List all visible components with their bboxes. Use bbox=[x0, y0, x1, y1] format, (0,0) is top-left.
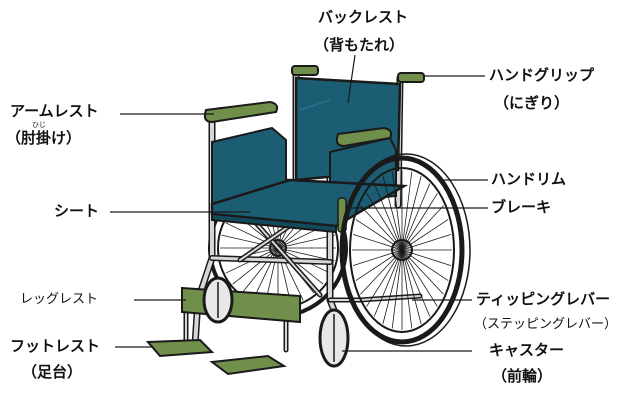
label-brake: ブレーキ bbox=[491, 198, 552, 216]
label-caster-sub: （前輪） bbox=[492, 367, 553, 385]
wheel-spoke bbox=[391, 171, 403, 251]
label-tipping-lever-sub: （ステッピングレバー） bbox=[474, 317, 618, 332]
label-handgrip-sub: （にぎり） bbox=[494, 94, 570, 112]
label-armrest: アームレスト bbox=[10, 102, 99, 120]
wheel-spoke bbox=[373, 249, 403, 317]
wheel-spoke bbox=[352, 234, 403, 251]
wheel-spoke bbox=[401, 249, 413, 329]
wheel-spoke bbox=[382, 249, 403, 325]
label-tipping-lever: ティッピングレバー bbox=[476, 290, 611, 308]
label-caster: キャスター bbox=[489, 341, 565, 359]
armrest-pads bbox=[203, 100, 393, 148]
wheel-spoke bbox=[401, 249, 452, 266]
wheel-spoke bbox=[352, 249, 403, 266]
wheel-spoke bbox=[277, 234, 335, 249]
wheel-spoke bbox=[391, 249, 403, 329]
wheel-spoke bbox=[277, 247, 335, 262]
wheel-spoke bbox=[355, 219, 403, 251]
wheel-spoke bbox=[401, 219, 449, 251]
caster-wheels bbox=[202, 276, 350, 368]
label-armrest-ruby: ひじ bbox=[32, 121, 46, 129]
leader-backrest bbox=[347, 54, 356, 104]
wheel-spoke bbox=[232, 247, 279, 285]
wheel-spoke bbox=[401, 249, 449, 281]
wheel-spoke bbox=[401, 249, 431, 317]
wheel-spoke bbox=[366, 193, 403, 251]
footrest-plates bbox=[145, 338, 287, 376]
wheel-spoke bbox=[355, 249, 403, 281]
label-armrest-sub: （肘掛け） bbox=[6, 129, 82, 147]
wheel-spoke bbox=[225, 222, 279, 249]
wheel-spoke bbox=[401, 205, 444, 251]
wheel-spoke bbox=[277, 247, 304, 301]
label-legrest: レッグレスト bbox=[20, 292, 99, 307]
label-footrest-sub: （足台） bbox=[22, 363, 83, 381]
wheel-spoke bbox=[401, 183, 431, 251]
label-backrest-sub: （背もたれ） bbox=[314, 36, 405, 54]
wheel-spoke bbox=[401, 249, 438, 307]
leader-lines bbox=[110, 54, 488, 352]
wheel-spoke bbox=[401, 193, 438, 251]
wheel-spoke bbox=[401, 171, 413, 251]
wheel-spoke bbox=[382, 175, 403, 251]
label-handrim: ハンドリム bbox=[491, 170, 567, 188]
wheel-spoke bbox=[401, 234, 452, 251]
wheel-spoke bbox=[360, 249, 403, 295]
label-backrest: バックレスト bbox=[318, 8, 409, 26]
handgrips bbox=[291, 65, 425, 83]
label-seat: シート bbox=[54, 202, 100, 220]
wheel-spoke bbox=[252, 247, 279, 301]
wheel-spoke bbox=[401, 175, 422, 251]
wheel-spoke bbox=[241, 247, 279, 294]
wheel-spoke bbox=[373, 183, 403, 251]
rear-wheel-right bbox=[339, 153, 471, 347]
label-footrest: フットレスト bbox=[10, 337, 101, 355]
label-handgrip: ハンドグリップ bbox=[489, 66, 595, 84]
wheel-spoke bbox=[221, 234, 279, 249]
wheel-spoke bbox=[401, 249, 444, 295]
wheel-spoke bbox=[366, 249, 403, 307]
wheel-spoke bbox=[401, 249, 422, 325]
wheel-spoke bbox=[360, 205, 403, 251]
